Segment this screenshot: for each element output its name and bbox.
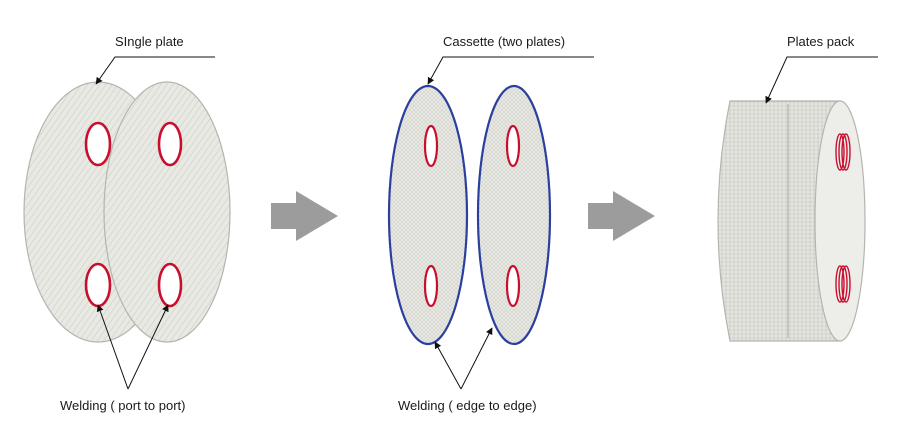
welding-port-callout: Welding ( port to port) <box>60 304 185 413</box>
port-hole <box>505 124 521 168</box>
welding-edge-label: Welding ( edge to edge) <box>398 398 537 413</box>
port-hole <box>84 262 112 308</box>
pack-port-bottom <box>835 265 851 303</box>
cassette-plate-left <box>387 84 469 346</box>
cassette-callout: Cassette (two plates) <box>427 34 594 85</box>
callout-arrow <box>460 327 493 390</box>
port-hole <box>423 264 439 308</box>
callout-arrow <box>427 56 594 85</box>
port-hole <box>157 262 183 308</box>
cassette-label: Cassette (two plates) <box>443 34 565 49</box>
plates-pack-body <box>717 100 841 342</box>
single-plate-front <box>103 81 231 343</box>
callout-arrow <box>96 304 129 390</box>
cassette-plate-right <box>476 84 552 346</box>
port-hole <box>505 264 521 308</box>
process-arrow <box>271 191 338 241</box>
port-hole <box>157 121 183 167</box>
pack-port-top <box>835 133 851 171</box>
plates-pack-face <box>814 100 866 342</box>
process-arrow <box>588 191 655 241</box>
callout-arrow <box>127 304 169 390</box>
welding-port-label: Welding ( port to port) <box>60 398 185 413</box>
plates-pack-group <box>717 100 866 342</box>
port-hole <box>423 124 439 168</box>
callout-arrow <box>434 341 462 390</box>
callout-arrow <box>765 56 878 104</box>
welding-edge-callout: Welding ( edge to edge) <box>398 327 537 413</box>
single-plate-label: SIngle plate <box>115 34 184 49</box>
callout-arrow <box>95 56 215 85</box>
cassette-group <box>387 84 552 346</box>
single-plate-callout: SIngle plate <box>95 34 215 85</box>
port-hole <box>84 121 112 167</box>
single-plate-group <box>23 81 231 343</box>
plates-pack-label: Plates pack <box>787 34 855 49</box>
plates-pack-callout: Plates pack <box>765 34 878 104</box>
